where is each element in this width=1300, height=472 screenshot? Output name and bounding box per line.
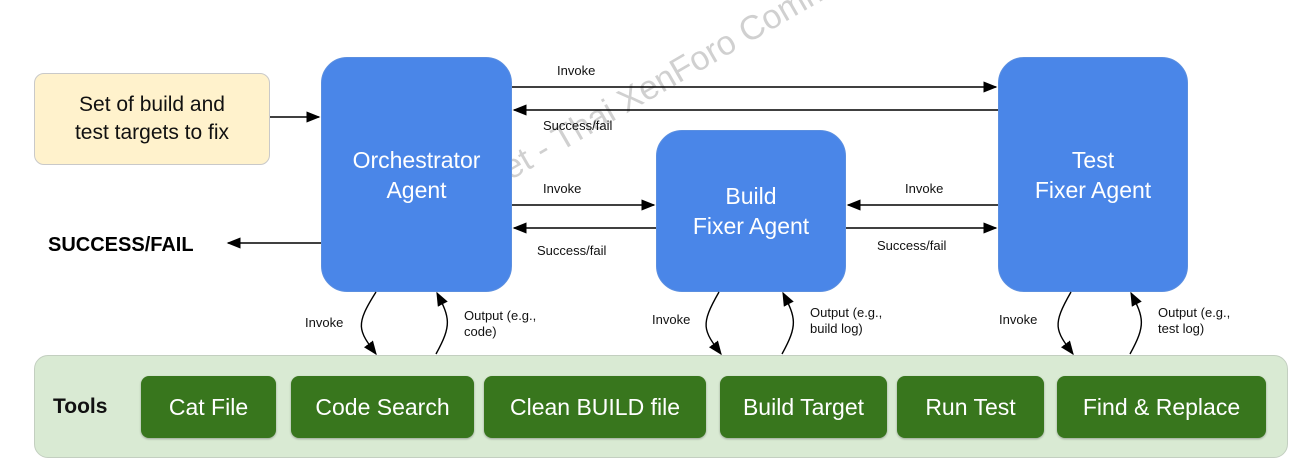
arrow-orch-invoke-tools (360, 291, 377, 356)
build-fixer-line1: Build (725, 183, 777, 209)
tool-run-test: Run Test (897, 376, 1044, 438)
label-line: Output (e.g., (810, 305, 883, 320)
label-build-to-orch: Success/fail (537, 243, 607, 258)
label-build-tool-output: Output (e.g.,build log) (810, 305, 882, 337)
success-fail-result: SUCCESS/FAIL (48, 234, 194, 256)
arrow-tools-output-orch (435, 291, 448, 355)
tool-clean-build-file: Clean BUILD file (484, 376, 706, 438)
input-line1: Set of build and (79, 93, 225, 116)
test-fixer-line1: Test (1071, 146, 1115, 173)
label-line: build log) (810, 321, 863, 336)
orchestrator-line2: Agent (386, 176, 447, 203)
tool-find-replace: Find & Replace (1057, 376, 1266, 438)
label-orch-tool-invoke: Invoke (305, 315, 344, 330)
input-line2: test targets to fix (74, 121, 230, 144)
label-build-tool-invoke: Invoke (652, 312, 691, 327)
arrow-tools-output-test (1129, 291, 1142, 355)
arrow-test-invoke-tools (1057, 291, 1074, 356)
tool-code-search: Code Search (291, 376, 474, 438)
arrow-tools-output-build (781, 291, 794, 355)
orchestrator-line1: Orchestrator (352, 146, 481, 173)
build-fixer-line2: Fixer Agent (692, 213, 810, 239)
input-targets-box: Set of build and test targets to fix (34, 73, 270, 165)
label-orch-to-build: Invoke (543, 181, 582, 196)
label-build-to-test: Success/fail (877, 238, 947, 253)
label-test-tool-invoke: Invoke (999, 312, 1038, 327)
label-orch-to-test: Invoke (557, 63, 596, 78)
label-line: test log) (1158, 321, 1205, 336)
label-test-to-orch: Success/fail (543, 118, 613, 133)
arrow-build-invoke-tools (705, 291, 722, 356)
label-line: Output (e.g., (464, 308, 537, 323)
test-fixer-line2: Fixer Agent (1034, 176, 1152, 203)
tool-cat-file: Cat File (141, 376, 276, 438)
label-orch-tool-output: Output (e.g.,code) (464, 308, 536, 340)
label-line: code) (464, 324, 497, 339)
tools-title: Tools (53, 395, 108, 418)
label-test-to-build: Invoke (905, 181, 944, 196)
tool-build-target: Build Target (720, 376, 887, 438)
label-test-tool-output: Output (e.g.,test log) (1158, 305, 1230, 337)
label-line: Output (e.g., (1158, 305, 1231, 320)
